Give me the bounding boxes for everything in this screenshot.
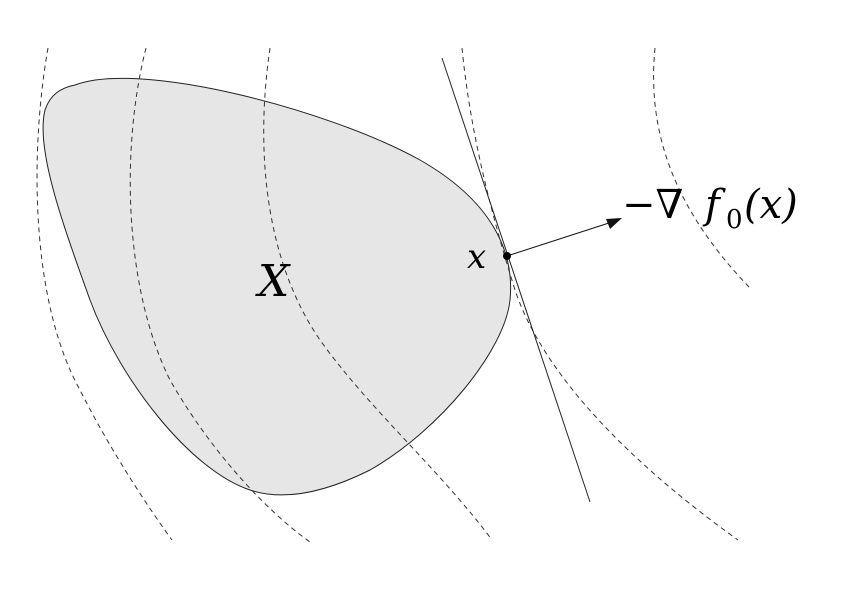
level-curve-2 bbox=[129, 47, 311, 543]
feasible-set-region bbox=[42, 77, 512, 496]
supporting-hyperplane-line bbox=[441, 57, 591, 503]
optimal-point-dot bbox=[503, 252, 511, 260]
level-curve-1 bbox=[36, 47, 173, 541]
gradient-prefix: −∇ bbox=[622, 182, 683, 228]
gradient-label: −∇ f 0 (x) bbox=[622, 182, 798, 235]
set-label: X bbox=[255, 256, 291, 307]
arrow-head-icon bbox=[606, 218, 622, 229]
level-curve-3 bbox=[263, 47, 493, 541]
negative-gradient-arrow bbox=[506, 221, 613, 257]
level-curve-4 bbox=[461, 47, 739, 541]
gradient-arguments: (x) bbox=[744, 182, 798, 228]
gradient-subscript: 0 bbox=[726, 205, 743, 235]
point-label: x bbox=[467, 237, 486, 277]
gradient-function: f bbox=[702, 182, 726, 228]
level-curve-5 bbox=[653, 47, 751, 289]
